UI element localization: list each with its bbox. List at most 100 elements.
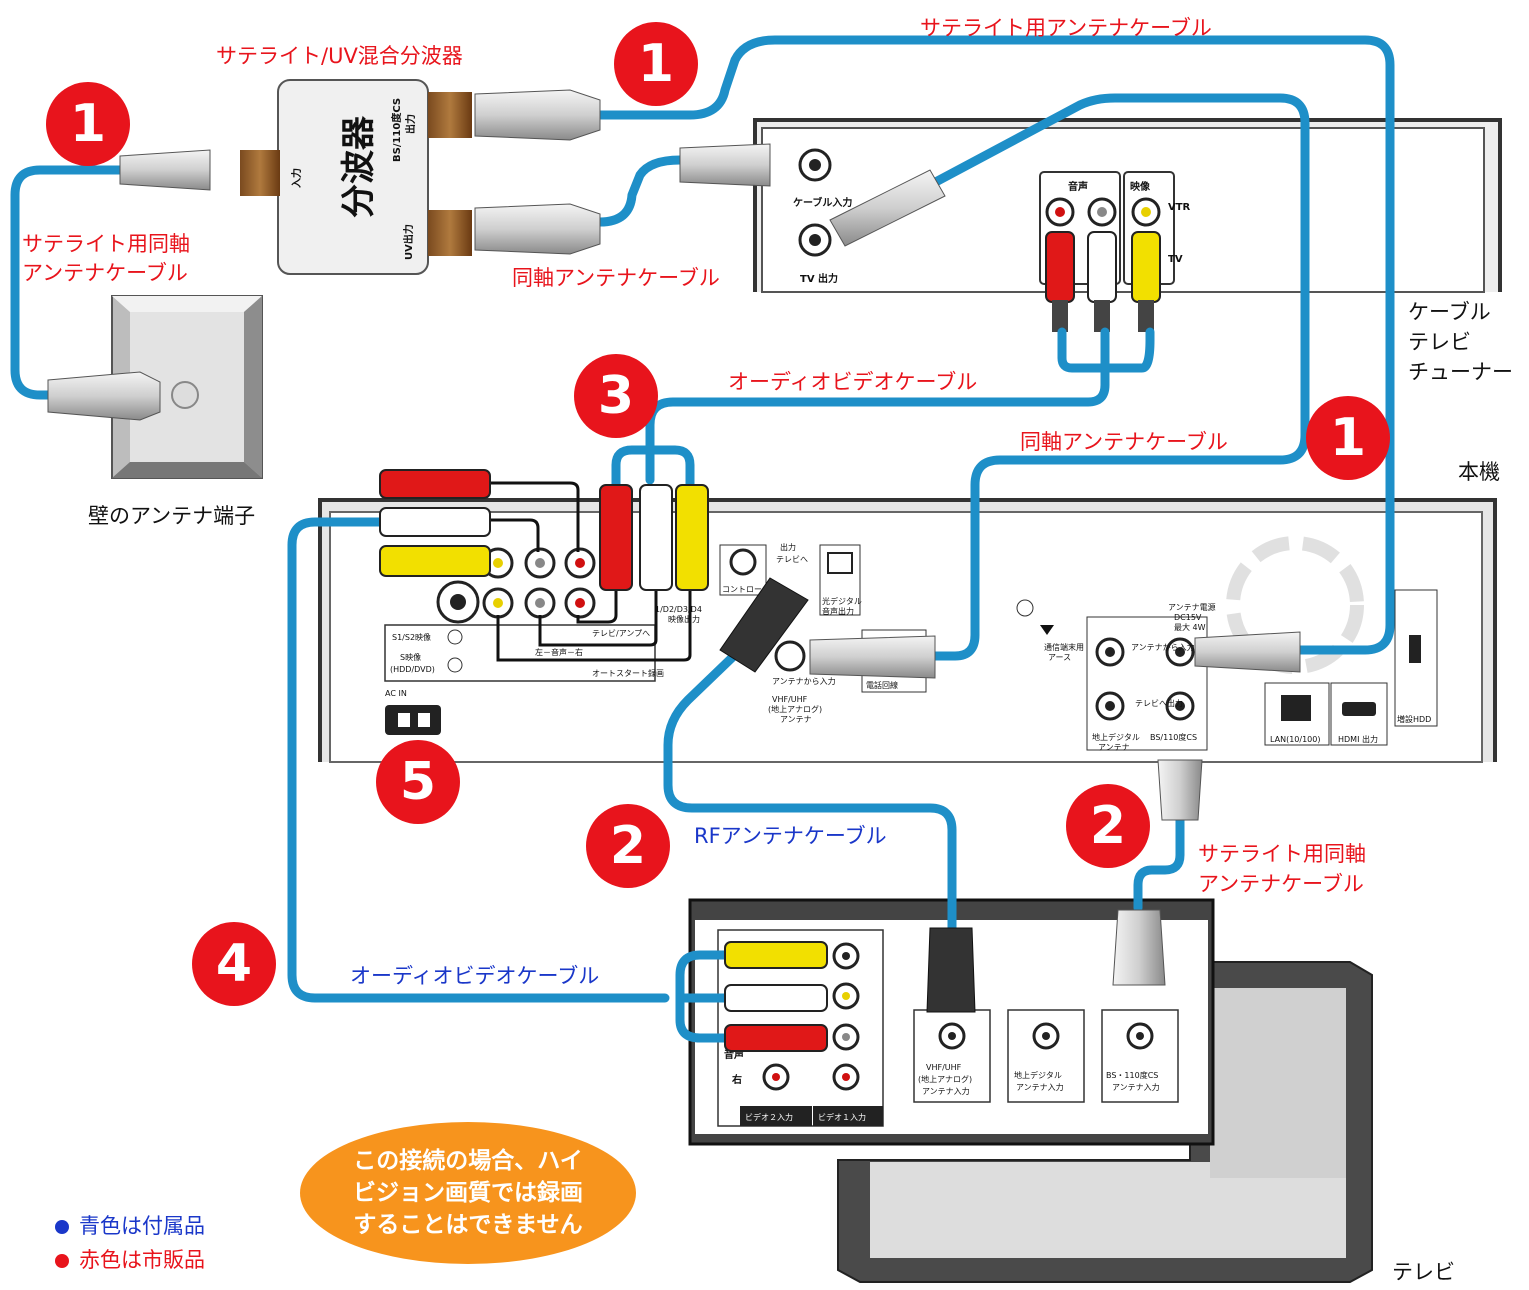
legend-blue: 青色は付属品 xyxy=(55,1210,205,1240)
coax-plugs xyxy=(47,89,1301,1013)
unit-antenna-in-label: アンテナから入力 xyxy=(772,676,836,686)
red-dot-icon xyxy=(55,1254,69,1268)
cable-tuner-to-unit xyxy=(925,93,1310,661)
tuner-tv-out-label: TV 出力 xyxy=(800,272,838,285)
rca-internal-cables xyxy=(490,481,692,662)
splitter-title-label: サテライト/UV混合分波器 xyxy=(216,44,463,68)
step-1-badge-splitter: 1 xyxy=(614,22,698,106)
tv-bs-label-1: BS・110度CS xyxy=(1106,1070,1158,1080)
satellite-coax-left-label-1: サテライト用同軸 xyxy=(22,232,190,256)
cable-tuner-av-bundle xyxy=(1057,327,1155,373)
unit-tv-amp-label: テレビ/アンプへ xyxy=(592,629,650,638)
unit-vhf-label-1: VHF/UHF xyxy=(772,695,808,704)
rf-cable-label: RFアンテナケーブル xyxy=(694,824,887,848)
satellite-coax-left-label-2: アンテナケーブル xyxy=(22,261,188,285)
cable-wall-to-splitter xyxy=(10,165,125,400)
satellite-uv-splitter: 分波器 入力 BS/110度CS 出力 UV出力 xyxy=(240,79,472,275)
unit-bs-label: BS/110度CS xyxy=(1150,732,1197,742)
unit-from-ant-label: アンテナから入力 xyxy=(1131,642,1195,652)
step-5-badge: 5 xyxy=(376,740,460,824)
tuner-cable-in-label: ケーブル入力 xyxy=(793,196,852,209)
note-line-2: ビジョン画質では録画 xyxy=(353,1180,583,1206)
step-2-badge-rf: 2 xyxy=(586,804,670,888)
blue-dot-icon xyxy=(55,1220,69,1234)
note-line-3: することはできません xyxy=(353,1212,583,1238)
cable-tuner-label-2: テレビ xyxy=(1408,330,1471,354)
wall-terminal-label: 壁のアンテナ端子 xyxy=(88,504,256,528)
unit-svideo-label-2: (HDD/DVD) xyxy=(390,665,435,674)
legend-blue-text: 青色は付属品 xyxy=(79,1214,205,1238)
unit-optical-label-2: 音声出力 xyxy=(822,606,854,616)
unit-lr-label: 左－音声－右 xyxy=(535,647,583,657)
splitter-in-label: 入力 xyxy=(290,168,303,188)
unit-dout-label-1: 1/D2/D3/D4 xyxy=(655,605,702,614)
cable-av-upper-fan xyxy=(611,445,695,493)
tv-right-label: 右 xyxy=(731,1073,742,1086)
av-cable-lower-label: オーディオビデオケーブル xyxy=(350,964,600,988)
splitter-uv-out-label: UV出力 xyxy=(402,224,415,260)
tuner-tv-label: TV xyxy=(1168,254,1183,265)
tv-dtt-label-2: アンテナ入力 xyxy=(1016,1082,1064,1092)
unit-autostart-label: オートスタート録画 xyxy=(592,668,664,678)
unit-s1s2-label: S1/S2映像 xyxy=(392,632,431,642)
splitter-bs-out-label-1: BS/110度CS xyxy=(390,98,403,162)
splitter-name: 分波器 xyxy=(339,115,379,218)
tv-video1-label: ビデオ１入力 xyxy=(818,1112,866,1122)
unit-vhf-label-2: (地上アナログ) xyxy=(768,704,822,714)
unit-antpower-label-1: アンテナ電源 xyxy=(1168,603,1216,612)
unit-svideo-label-1: S映像 xyxy=(400,652,421,662)
step-4-badge: 4 xyxy=(192,922,276,1006)
hd-recording-note: この接続の場合、ハイ ビジョン画質では録画 することはできません xyxy=(300,1122,636,1264)
unit-dtt-label-1: 地上デジタル xyxy=(1092,732,1140,742)
unit-vhf-label-3: アンテナ xyxy=(780,715,812,724)
tv-video2-label: ビデオ２入力 xyxy=(745,1112,793,1122)
cable-rf xyxy=(663,645,957,933)
tv-dtt-label-1: 地上デジタル xyxy=(1014,1070,1062,1080)
tv-vhf-label-2: (地上アナログ) xyxy=(918,1074,972,1084)
satellite-coax-right-label-2: アンテナケーブル xyxy=(1198,872,1364,896)
tuner-audio-label: 音声 xyxy=(1068,180,1088,193)
unit-out-tv-label-2: テレビへ xyxy=(776,555,808,564)
tv-bs-label-2: アンテナ入力 xyxy=(1112,1082,1160,1092)
unit-lan-label: LAN(10/100) xyxy=(1270,735,1320,744)
satellite-coax-right-label-1: サテライト用同軸 xyxy=(1198,842,1366,866)
unit-hdmi-label: HDMI 出力 xyxy=(1338,734,1378,744)
satellite-cable-top-label: サテライト用アンテナケーブル xyxy=(920,16,1212,40)
unit-to-tv-label: テレビへ出力 xyxy=(1135,698,1183,708)
tuner-vtr-label: VTR xyxy=(1168,202,1191,213)
tuner-video-label: 映像 xyxy=(1130,180,1151,193)
tv-label: テレビ xyxy=(1392,1260,1455,1284)
cable-satellite-tv xyxy=(1133,815,1185,913)
unit-out-tv-label-1: 出力 xyxy=(780,542,796,552)
unit-antpower-label-3: 最大 4W xyxy=(1174,622,1206,632)
main-unit-label: 本機 xyxy=(1458,460,1500,484)
cable-av-lower xyxy=(287,517,670,1003)
step-3-badge: 3 xyxy=(574,354,658,438)
unit-hdd-label: 増設HDD xyxy=(1397,714,1431,724)
cable-tuner-label-3: チューナー xyxy=(1408,360,1513,384)
unit-comm-label-1: 通信端末用 xyxy=(1044,642,1084,652)
accessory-cables xyxy=(10,35,1395,1043)
tv-vhf-label-3: アンテナ入力 xyxy=(922,1086,970,1096)
unit-phone-label: 電話回線 xyxy=(866,680,898,690)
note-line-1: この接続の場合、ハイ xyxy=(353,1148,583,1174)
main-unit-rear-panel: S1/S2映像 S映像 (HDD/DVD) 左－音声－右 テレビ/アンプへ オー… xyxy=(318,498,1497,763)
unit-antpower-label-2: DC15V xyxy=(1174,613,1202,622)
legend-red: 赤色は市販品 xyxy=(55,1244,205,1274)
unit-optical-label-1: 光デジタル xyxy=(822,596,862,606)
legend-red-text: 赤色は市販品 xyxy=(79,1248,205,1272)
unit-dtt-label-2: アンテナ xyxy=(1098,743,1130,752)
unit-control-label: コントロール入力 xyxy=(722,584,786,594)
unit-dout-label-2: 映像出力 xyxy=(668,614,700,624)
splitter-bs-out-label-2: 出力 xyxy=(404,114,417,134)
cable-satellite-to-unit xyxy=(595,35,1395,655)
unit-comm-label-2: アース xyxy=(1048,653,1071,662)
coax-cable-mid-label: 同軸アンテナケーブル xyxy=(1020,430,1228,454)
rca-plugs xyxy=(379,469,828,1052)
step-1-badge-wall: 1 xyxy=(46,82,130,166)
unit-acin-label: AC IN xyxy=(385,689,407,698)
step-1-badge-unit: 1 xyxy=(1306,396,1390,480)
av-cable-upper-label: オーディオビデオケーブル xyxy=(728,370,978,394)
